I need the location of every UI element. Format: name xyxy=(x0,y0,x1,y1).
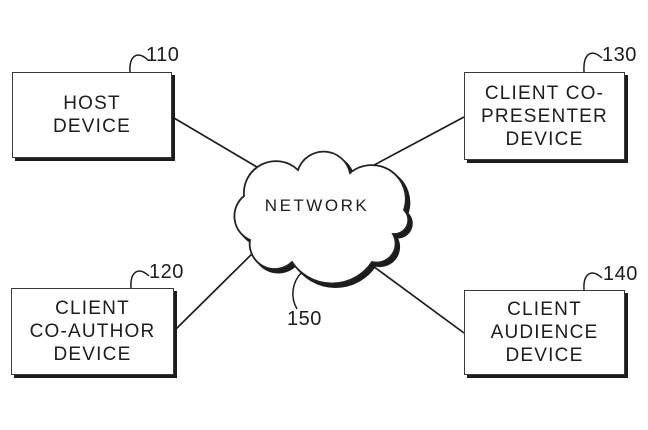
node-label-line: PRESENTER xyxy=(481,105,608,127)
ref-label-110: 110 xyxy=(146,44,180,66)
ref-label-130: 130 xyxy=(602,44,637,66)
node-client-copresenter-device: CLIENT CO- PRESENTER DEVICE xyxy=(464,72,625,160)
node-label-line: AUDIENCE xyxy=(490,322,599,343)
node-label-line: CLIENT CO- xyxy=(484,82,605,104)
network-label: NETWORK xyxy=(264,196,370,215)
connector-host-network xyxy=(173,117,263,171)
network-cloud xyxy=(233,150,410,285)
ref-label-120: 120 xyxy=(149,261,184,283)
connector-audience-network xyxy=(361,257,465,334)
ref-label-140: 140 xyxy=(603,263,638,285)
node-label-line: DEVICE xyxy=(505,128,584,150)
node-client-audience-device: CLIENT AUDIENCE DEVICE xyxy=(464,290,625,375)
connector-coauthor-network xyxy=(174,243,263,331)
node-label-line: CO-AUTHOR xyxy=(29,321,156,342)
node-label-line: CLIENT xyxy=(507,299,582,320)
ref-leader-130 xyxy=(583,52,603,73)
node-label-line: HOST xyxy=(63,93,121,114)
node-label-line: DEVICE xyxy=(53,116,131,137)
ref-leader-120 xyxy=(130,270,150,289)
node-host-device: HOST DEVICE xyxy=(12,72,172,158)
node-label-line: DEVICE xyxy=(505,345,584,366)
node-label-line: CLIENT xyxy=(55,298,130,319)
ref-leader-110 xyxy=(129,54,149,73)
ref-leader-150 xyxy=(292,271,303,310)
node-label-line: DEVICE xyxy=(53,344,132,365)
ref-label-150: 150 xyxy=(287,308,322,330)
ref-leader-140 xyxy=(583,272,603,291)
node-client-coauthor-device: CLIENT CO-AUTHOR DEVICE xyxy=(11,288,174,375)
